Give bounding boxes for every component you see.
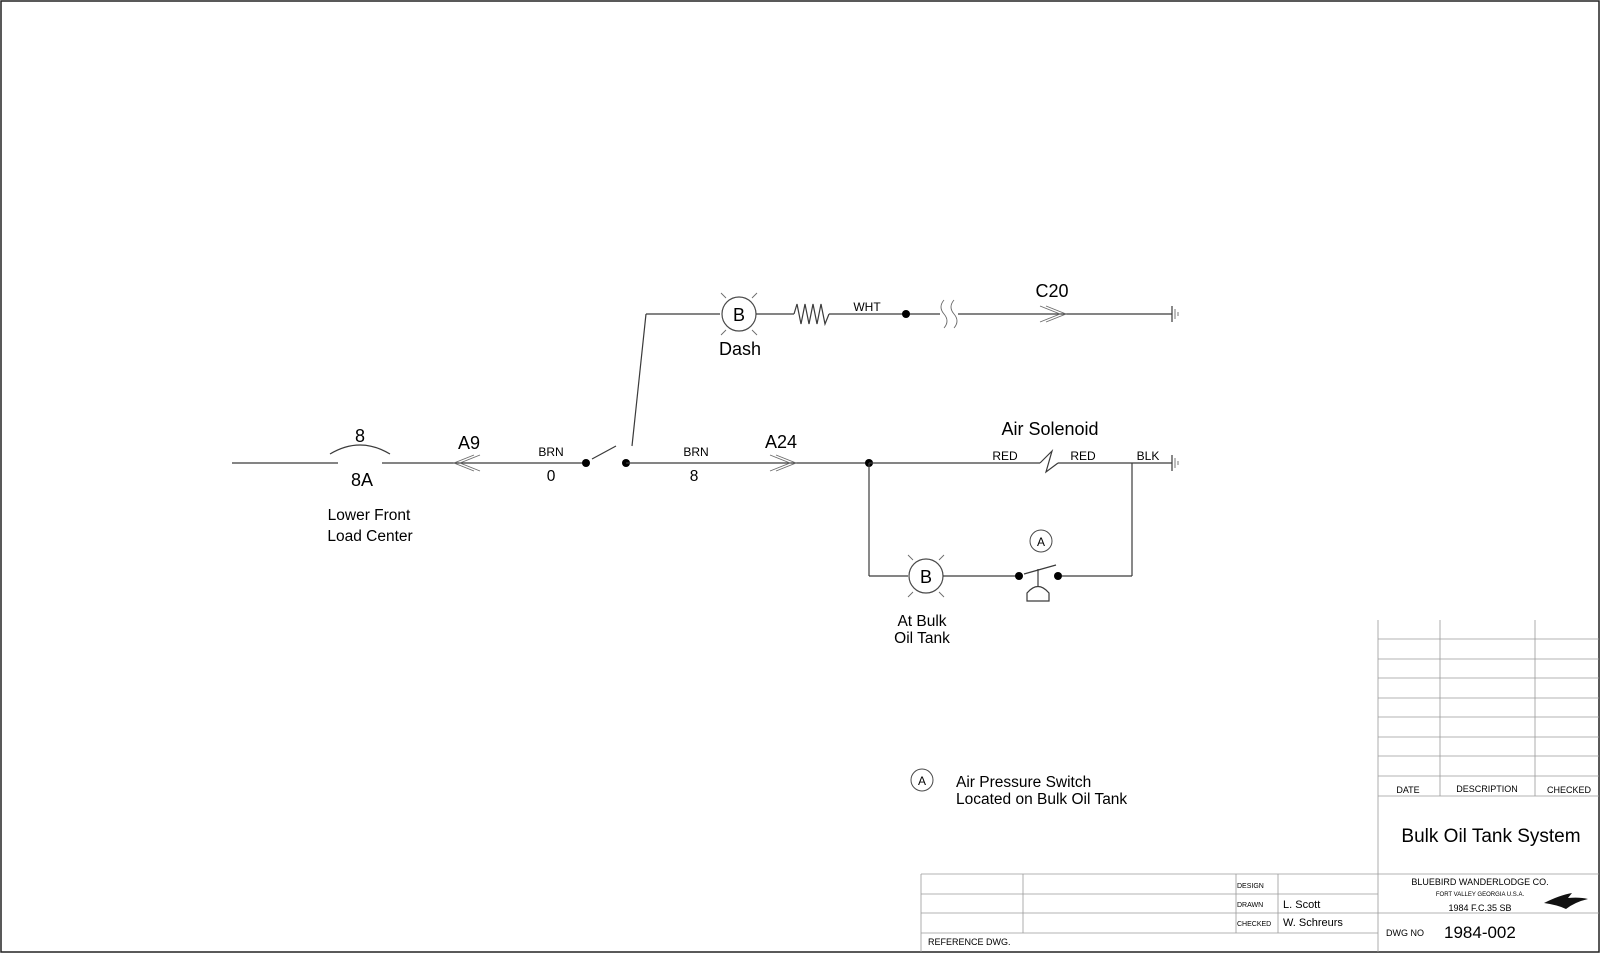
dash-lamp-letter: B	[733, 305, 745, 325]
pressure-switch-contact-left	[1015, 572, 1023, 580]
drawn-by-value: L. Scott	[1283, 899, 1320, 911]
rev-header-checked: CHECKED	[1547, 785, 1592, 795]
wire-color-brn-left: BRN	[538, 445, 563, 459]
wire-break-symbol	[940, 299, 948, 329]
connector-a9-symbol	[458, 454, 481, 472]
bulk-tank-branch	[868, 463, 1133, 602]
checked-by-value: W. Schreurs	[1283, 917, 1343, 929]
wire-color-red-left: RED	[992, 449, 1018, 463]
load-center-label-line1: Lower Front	[328, 507, 411, 524]
dwg-no-value: 1984-002	[1444, 923, 1516, 942]
reference-dwg-label: REFERENCE DWG.	[928, 937, 1011, 947]
connector-a9-label: A9	[458, 433, 480, 453]
wire-color-red-right: RED	[1070, 449, 1096, 463]
connector-c20-label: C20	[1035, 281, 1068, 301]
wire-color-brn-right: BRN	[683, 445, 708, 459]
switch-contact-left	[582, 459, 590, 467]
legend-symbol-circle	[910, 768, 934, 792]
pressure-switch-lever	[1023, 564, 1057, 575]
legend-line2: Located on Bulk Oil Tank	[956, 791, 1127, 808]
dash-label: Dash	[719, 339, 761, 359]
drawing-title: Bulk Oil Tank System	[1401, 826, 1580, 847]
circuit-labels: 8 8A Lower Front Load Center A9 BRN 0 BR…	[327, 281, 1159, 647]
breaker-id: 8A	[351, 470, 373, 490]
company-name: BLUEBIRD WANDERLODGE CO.	[1411, 877, 1548, 887]
checked-label: CHECKED	[1237, 921, 1271, 928]
dash-switch-lever	[591, 445, 617, 460]
bulk-tank-label-line1: At Bulk	[897, 613, 946, 630]
resistor-symbol	[793, 303, 830, 327]
load-center-label-line2: Load Center	[327, 528, 412, 545]
revision-table: DATE DESCRIPTION CHECKED	[1377, 620, 1599, 952]
air-solenoid-label: Air Solenoid	[1001, 419, 1098, 439]
rev-header-description: DESCRIPTION	[1456, 784, 1518, 794]
dash-lamp-branch	[631, 292, 1179, 447]
ground-symbol-upper	[1171, 306, 1179, 322]
vehicle-model: 1984 F.C.35 SB	[1448, 903, 1511, 913]
wire-color-blk: BLK	[1137, 449, 1160, 463]
wire-number-right: 8	[690, 468, 699, 485]
rev-header-date: DATE	[1396, 785, 1419, 795]
connector-a24-symbol	[769, 454, 792, 472]
legend-line1: Air Pressure Switch	[956, 774, 1091, 791]
bulk-lamp-letter: B	[920, 567, 932, 587]
pressure-switch-contact-right	[1054, 572, 1062, 580]
pressure-switch-marker	[1029, 529, 1053, 553]
dwg-no-label: DWG NO	[1386, 928, 1424, 938]
breaker-rating: 8	[355, 426, 365, 446]
legend-symbol: A	[918, 774, 926, 788]
bluebird-logo-icon	[1544, 893, 1588, 909]
legend: A Air Pressure Switch Located on Bulk Oi…	[910, 768, 1127, 808]
junction-dot-upper	[902, 310, 910, 318]
wire-number-left: 0	[547, 468, 556, 485]
title-block: Bulk Oil Tank System DESIGN DRAWN L. Sco…	[920, 826, 1599, 952]
air-solenoid-coil	[1039, 448, 1059, 474]
ground-symbol-lower	[1171, 455, 1179, 471]
drawn-label: DRAWN	[1237, 902, 1263, 909]
design-label: DESIGN	[1237, 883, 1264, 890]
connector-a24-label: A24	[765, 432, 797, 452]
connector-c20-symbol	[1039, 305, 1062, 323]
wire-color-wht: WHT	[853, 300, 881, 314]
pressure-switch-letter: A	[1037, 535, 1045, 549]
company-location: FORT VALLEY GEORGIA U.S.A.	[1436, 892, 1525, 898]
circuit-breaker-symbol	[329, 444, 391, 455]
bulk-tank-label-line2: Oil Tank	[894, 630, 950, 647]
pressure-switch-diaphragm	[1026, 585, 1050, 602]
